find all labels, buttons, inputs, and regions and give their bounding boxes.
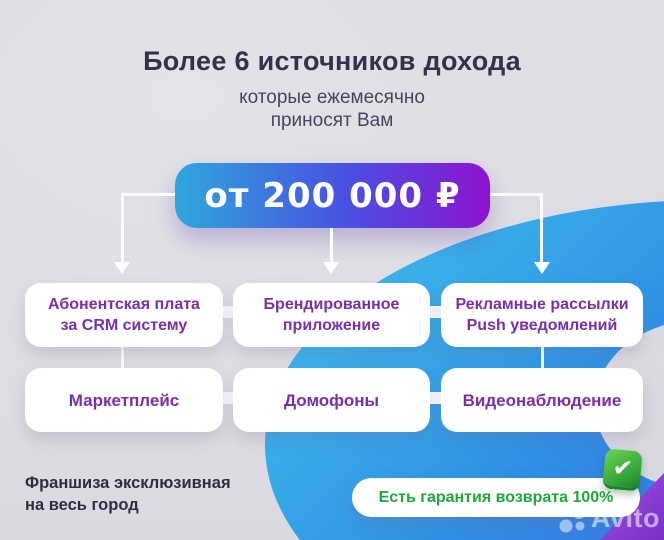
source-box-marketplace: Маркетплейс [25,368,223,432]
franchise-line-1: Франшиза эксклюзивная [25,474,231,492]
page-title: Более 6 источников дохода [143,46,521,76]
avito-logo-icon [559,505,586,533]
page-subtitle: которые ежемесячно приносят Вам [0,86,664,132]
green-check-icon: ✔ [602,448,643,492]
subtitle-line-1: которые ежемесячно [239,87,425,108]
box-link-row1-a [221,306,235,318]
arrow-down-icon [114,262,130,274]
source-box-label: Домофоны [283,390,380,410]
source-box-push-ads: Рекламные рассылки Push уведомлений [441,283,643,347]
check-glyph: ✔ [611,454,634,483]
connector-left-vertical [121,193,124,263]
source-box-label: Маркетплейс [68,390,180,410]
source-box-label: Push уведомлений [466,317,618,334]
income-amount-badge: от 200 000 ₽ [175,163,490,228]
franchise-line-2: на весь город [25,496,139,514]
source-box-intercoms: Домофоны [233,368,430,432]
guarantee-label: Есть гарантия возврата 100% [378,488,614,506]
source-box-crm-fee: Абонентская плата за CRM систему [25,283,223,347]
arrow-down-icon [534,262,550,274]
source-box-label: Видеонаблюдение [462,390,622,410]
connector-right-horizontal [490,193,543,196]
source-box-label: Брендированное [263,296,400,313]
box-link-row2-b [428,392,443,404]
subtitle-line-2: приносят Вам [270,110,394,131]
connector-center-vertical [330,228,333,263]
connector-right-vertical [540,193,543,263]
source-box-branded-app: Брендированное приложение [233,283,430,347]
box-link-vertical-right [541,346,544,369]
source-box-label: за CRM систему [60,317,188,334]
box-link-row1-b [428,306,443,318]
avito-watermark: Avito [558,502,660,534]
arrow-down-icon [323,262,339,274]
connector-left-horizontal [121,193,175,196]
box-link-vertical-left [121,346,124,369]
guarantee-pill: Есть гарантия возврата 100% [352,478,640,517]
source-box-cctv: Видеонаблюдение [441,368,643,432]
avito-watermark-label: Avito [591,502,660,533]
franchise-note: Франшиза эксклюзивная на весь город [25,472,231,516]
source-box-label: приложение [282,317,381,334]
source-box-label: Рекламные рассылки [455,296,629,313]
source-box-label: Абонентская плата [48,296,200,313]
box-link-row2-a [221,392,235,404]
